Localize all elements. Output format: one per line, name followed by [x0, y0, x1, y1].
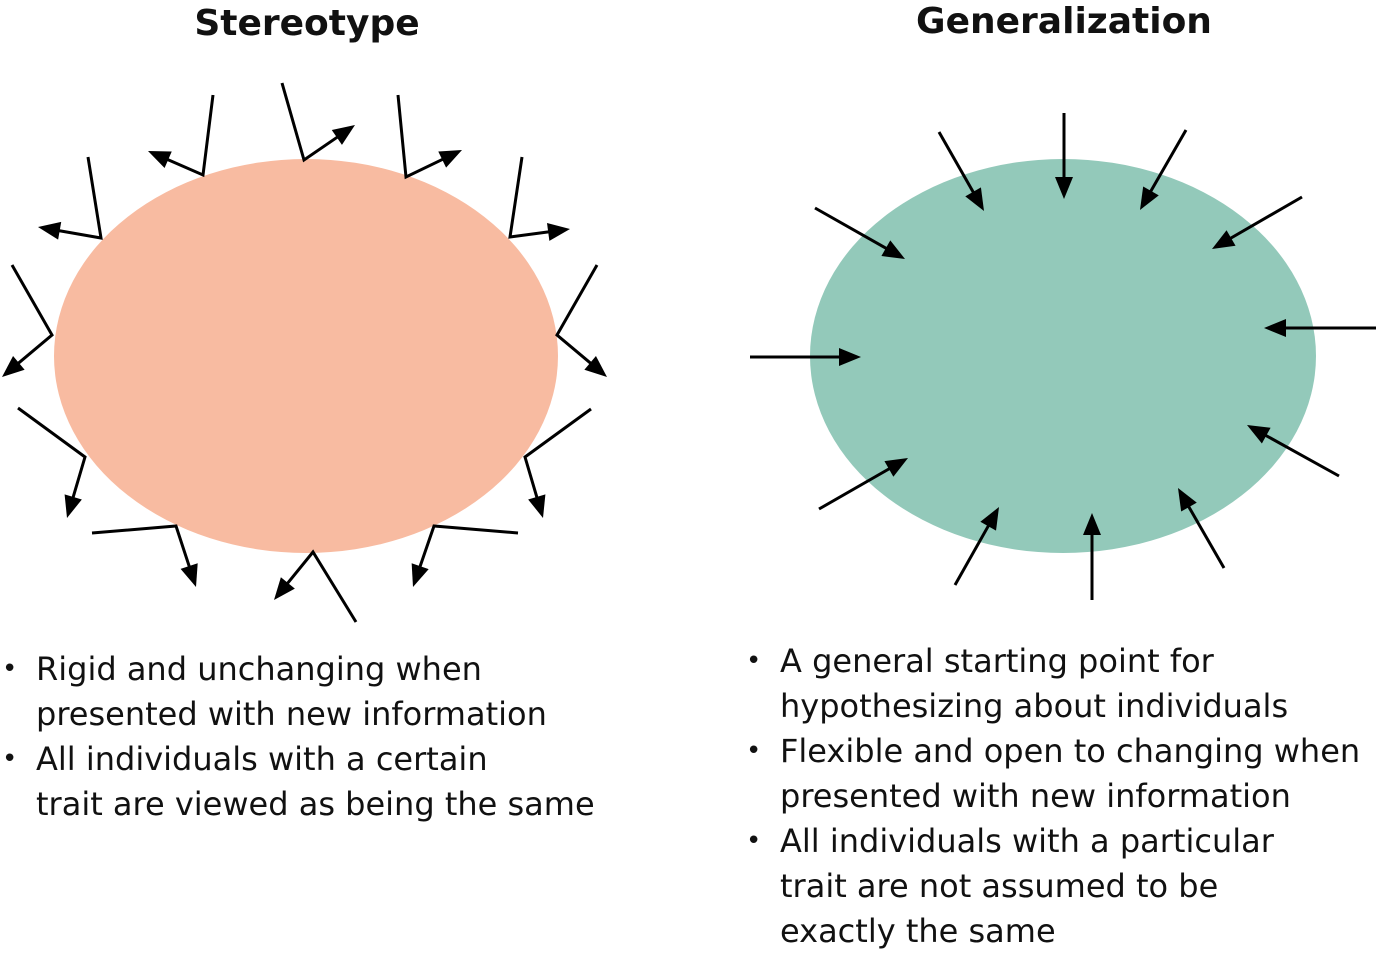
stereotype-oval [54, 159, 558, 553]
bullet-line: All individuals with a particular [780, 822, 1274, 860]
arrow-shaft [416, 524, 519, 573]
arrow-shaft [555, 264, 599, 368]
arrow-shaft [53, 156, 103, 240]
generalization-bullet: All individuals with a particular trait … [744, 819, 1360, 954]
bullet-line: exactly the same [780, 912, 1056, 950]
generalization-bullet-list: A general starting point for hypothesizi… [744, 639, 1360, 954]
stereotype-bullet-list: Rigid and unchanging when presented with… [0, 647, 595, 827]
arrowhead [1247, 425, 1271, 444]
arrow-shaft [508, 156, 555, 239]
arrow-shaft [396, 94, 449, 180]
arrow-shaft [1146, 129, 1188, 197]
arrowhead [438, 150, 462, 168]
arrow [1247, 425, 1340, 478]
arrow [953, 507, 999, 586]
arrow [148, 94, 215, 178]
bullet-line: A general starting point for [780, 642, 1214, 680]
arrowhead [1083, 513, 1101, 535]
arrow-shaft [523, 407, 592, 504]
stereotype-diagram [2, 82, 607, 623]
arrow [523, 407, 592, 518]
arrow-shaft [91, 524, 193, 573]
arrow-shaft [1184, 501, 1226, 569]
arrow-shaft [818, 464, 895, 511]
arrow [1264, 319, 1376, 337]
arrowhead [884, 458, 908, 477]
arrowhead [881, 240, 905, 259]
arrow-shaft [953, 520, 993, 586]
stereotype-bullet: Rigid and unchanging when presented with… [0, 647, 595, 737]
arrow [1212, 195, 1303, 249]
arrow [17, 406, 87, 518]
arrow-shaft [1225, 195, 1303, 243]
generalization-bullet: Flexible and open to changing when prese… [744, 729, 1360, 819]
arrowhead [1212, 230, 1236, 249]
arrowhead [148, 151, 172, 169]
arrowhead [1178, 488, 1197, 512]
arrow-shaft [17, 406, 87, 504]
bullet-line: trait are not assumed to be [780, 867, 1219, 905]
arrowhead [38, 221, 62, 240]
generalization-title: Generalization [916, 1, 1212, 42]
arrow [508, 156, 570, 241]
arrow [1140, 129, 1188, 210]
arrow [38, 156, 103, 240]
arrowhead [274, 577, 295, 600]
arrowhead [331, 125, 355, 145]
deflected-arrows [2, 82, 607, 623]
arrow [1083, 513, 1101, 600]
arrow-shaft [280, 82, 343, 163]
arrowhead [839, 348, 861, 366]
arrow [2, 264, 54, 377]
arrow [1055, 113, 1073, 199]
arrow-shaft [282, 549, 358, 623]
bullet-line: Rigid and unchanging when [36, 650, 482, 688]
arrow-shaft [162, 94, 215, 178]
arrowhead [965, 187, 984, 211]
arrow-shaft [937, 131, 978, 198]
generalization-oval [810, 159, 1316, 553]
arrowhead [1264, 319, 1286, 337]
stereotype-bullet: All individuals with a certain trait are… [0, 737, 595, 827]
bullet-line: trait are viewed as being the same [36, 785, 595, 823]
bullet-line: presented with new information [36, 695, 547, 733]
arrow [280, 82, 355, 163]
bullet-line: All individuals with a certain [36, 740, 488, 778]
arrowhead [411, 563, 429, 587]
bullet-line: presented with new information [780, 777, 1291, 815]
generalization-bullet: A general starting point for hypothesizi… [744, 639, 1360, 729]
arrow [274, 549, 358, 623]
generalization-diagram [750, 113, 1376, 600]
arrowhead [180, 563, 198, 587]
arrowhead [584, 355, 607, 377]
arrow [750, 348, 861, 366]
arrow [555, 264, 607, 377]
arrow-shaft [814, 206, 892, 253]
arrowhead [547, 222, 570, 241]
absorbed-arrows [750, 113, 1376, 600]
arrowhead [1140, 186, 1159, 210]
arrowhead [980, 507, 999, 531]
stereotype-title: Stereotype [194, 3, 420, 44]
arrowhead [528, 494, 546, 518]
arrow [91, 524, 198, 587]
arrowhead [1055, 177, 1073, 199]
arrow [411, 524, 519, 587]
arrow [1178, 488, 1226, 569]
arrow-shaft [10, 264, 54, 368]
arrow [818, 458, 908, 511]
arrow [937, 131, 984, 211]
arrow [814, 206, 905, 259]
arrowhead [2, 355, 25, 377]
arrowhead [64, 494, 82, 518]
bullet-line: Flexible and open to changing when [780, 732, 1361, 770]
arrow-shaft [1260, 431, 1340, 478]
arrow [396, 94, 462, 180]
bullet-line: hypothesizing about individuals [780, 687, 1289, 725]
